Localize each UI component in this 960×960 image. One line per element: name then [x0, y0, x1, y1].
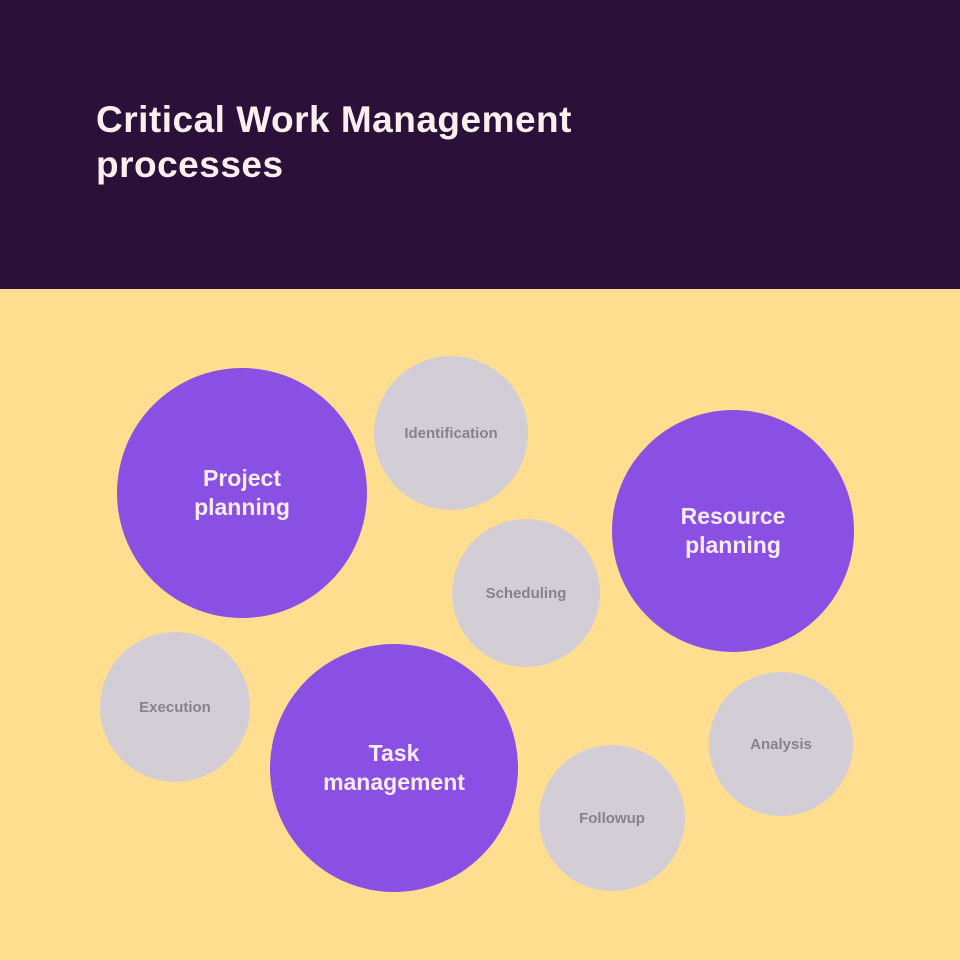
- bubble-analysis: Analysis: [709, 672, 853, 816]
- bubble-label: Project planning: [194, 465, 290, 520]
- bubble-label: Resource planning: [680, 503, 786, 558]
- bubble-label: Task management: [323, 740, 465, 795]
- bubble-label: Scheduling: [485, 584, 567, 602]
- bubble-resource-planning: Resource planning: [612, 410, 854, 652]
- bubble-identification: Identification: [374, 356, 528, 510]
- bubble-project-planning: Project planning: [117, 368, 367, 618]
- bubble-label: Identification: [404, 424, 498, 442]
- bubble-label: Execution: [139, 698, 211, 716]
- bubble-label: Analysis: [750, 735, 812, 753]
- bubble-followup: Followup: [539, 745, 685, 891]
- bubble-task-management: Task management: [270, 644, 518, 892]
- bubble-execution: Execution: [100, 632, 250, 782]
- bubble-label: Followup: [579, 809, 645, 827]
- header-band: Critical Work Management processes: [0, 0, 960, 289]
- bubble-scheduling: Scheduling: [452, 519, 600, 667]
- page-title: Critical Work Management processes: [96, 99, 572, 185]
